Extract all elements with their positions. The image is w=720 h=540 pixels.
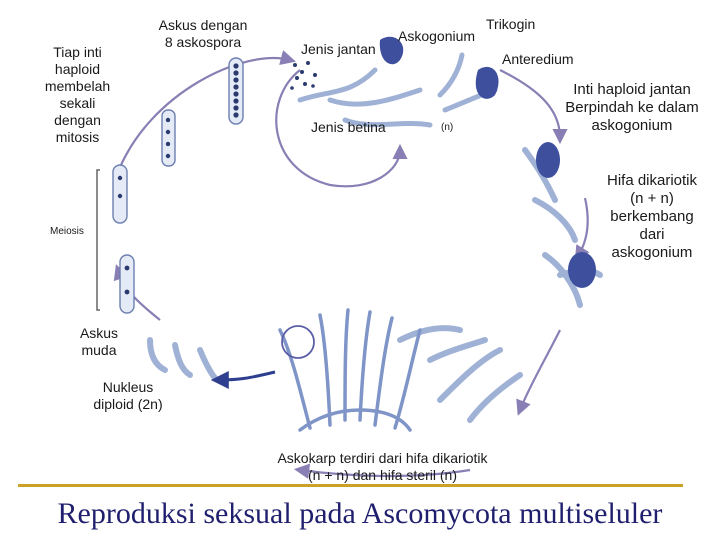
label-askogonium: Askogonium bbox=[398, 28, 476, 44]
ascus-8-spores bbox=[228, 57, 244, 125]
right-hyphae bbox=[522, 147, 603, 308]
label-askokarp: Askokarp terdiri dari hifa dikariotik (n… bbox=[277, 450, 488, 483]
arrow-bottom-right bbox=[516, 329, 561, 416]
title-divider bbox=[18, 484, 683, 487]
right-askogonium bbox=[536, 142, 596, 288]
label-nukleus-diploid: Nukleus diploid (2n) bbox=[93, 379, 163, 412]
arrow-right bbox=[574, 197, 590, 262]
label-askus-muda: Askus muda bbox=[79, 325, 119, 358]
label-askus-8-askospora: Askus dengan 8 askospora bbox=[158, 17, 248, 50]
label-mitosis: Tiap inti haploid membelah sekali dengan… bbox=[44, 44, 111, 145]
nucleus-arrow bbox=[210, 370, 276, 389]
label-jenis-jantan: Jenis jantan bbox=[301, 41, 376, 57]
label-trikogin: Trikogin bbox=[486, 16, 536, 32]
ascus-stage-3 bbox=[161, 109, 176, 167]
ascus-series bbox=[112, 57, 244, 314]
ascospores bbox=[117, 63, 239, 295]
dikaryotic-hyphae bbox=[397, 325, 523, 423]
arrow-jantan-betina bbox=[275, 69, 408, 188]
label-hifa-dikariotik: Hifa dikariotik (n + n) berkembang dari … bbox=[606, 172, 698, 261]
ascocarp-highlight bbox=[281, 325, 315, 359]
gametangia-top bbox=[297, 52, 498, 128]
ascus-stage-1 bbox=[119, 254, 135, 314]
meiosis-bracket bbox=[96, 169, 100, 311]
label-meiosis: Meiosis bbox=[50, 226, 84, 237]
askogonium-shapes bbox=[379, 36, 499, 99]
spore-dots bbox=[290, 61, 317, 90]
label-inti-haploid-jantan: Inti haploid jantan Berpindah ke dalam a… bbox=[565, 81, 699, 134]
arrow-top-left bbox=[116, 50, 296, 173]
label-jenis-betina: Jenis betina bbox=[311, 119, 386, 135]
arrow-bottom bbox=[293, 463, 471, 479]
label-anteredium: Anteredium bbox=[502, 51, 574, 67]
ascocarp bbox=[278, 308, 422, 432]
cycle-arrows bbox=[113, 50, 590, 479]
page-title: Reproduksi seksual pada Ascomycota multi… bbox=[57, 497, 663, 530]
arrow-top-right bbox=[499, 69, 568, 145]
young-asci bbox=[147, 337, 218, 381]
label-haploid-mark: (n) bbox=[441, 122, 454, 133]
